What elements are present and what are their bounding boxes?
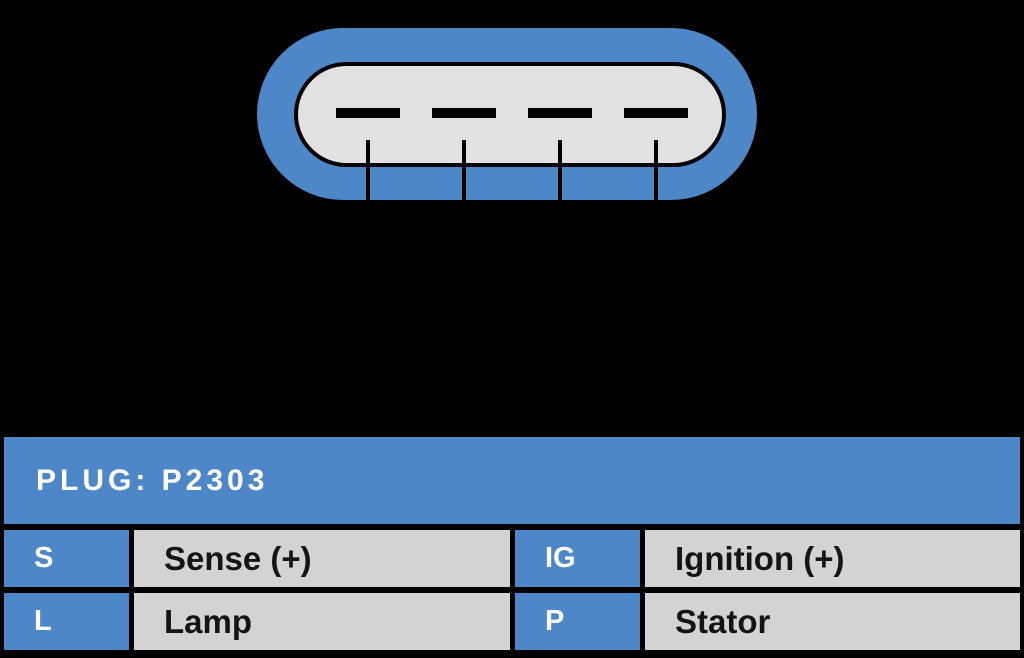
plug-table-header: PLUG: P2303 [4,437,1020,524]
pin-function-cell-ignition: Ignition (+) [645,530,1020,587]
pin-key-label: S [34,542,54,574]
pin-function-cell-sense: Sense (+) [134,530,510,587]
pinout-table: PLUG: P2303 S Sense (+) IG Ignition (+) … [0,433,1024,658]
plug-connector-diagram [257,28,757,200]
pin-lead-line-3 [558,140,562,200]
pin-terminal-4 [624,108,688,118]
pin-key-cell-s: S [4,530,129,587]
pin-lead-line-4 [654,140,658,200]
pin-function-cell-stator: Stator [645,593,1020,650]
pin-lead-line-1 [366,140,370,200]
pin-key-cell-p: P [515,593,640,650]
pin-key-label: P [545,605,565,637]
pin-key-label: L [34,605,52,637]
pin-key-cell-l: L [4,593,129,650]
pin-key-label: IG [545,542,576,574]
plug-id-label: PLUG: P2303 [36,463,269,497]
pin-function-label: Stator [675,602,771,640]
pin-lead-line-2 [462,140,466,200]
pin-function-label: Ignition (+) [675,539,845,577]
pin-function-cell-lamp: Lamp [134,593,510,650]
pin-terminal-2 [432,108,496,118]
pin-terminal-3 [528,108,592,118]
pin-terminal-1 [336,108,400,118]
pin-function-label: Lamp [164,602,253,640]
pin-key-cell-ig: IG [515,530,640,587]
pin-function-label: Sense (+) [164,539,312,577]
